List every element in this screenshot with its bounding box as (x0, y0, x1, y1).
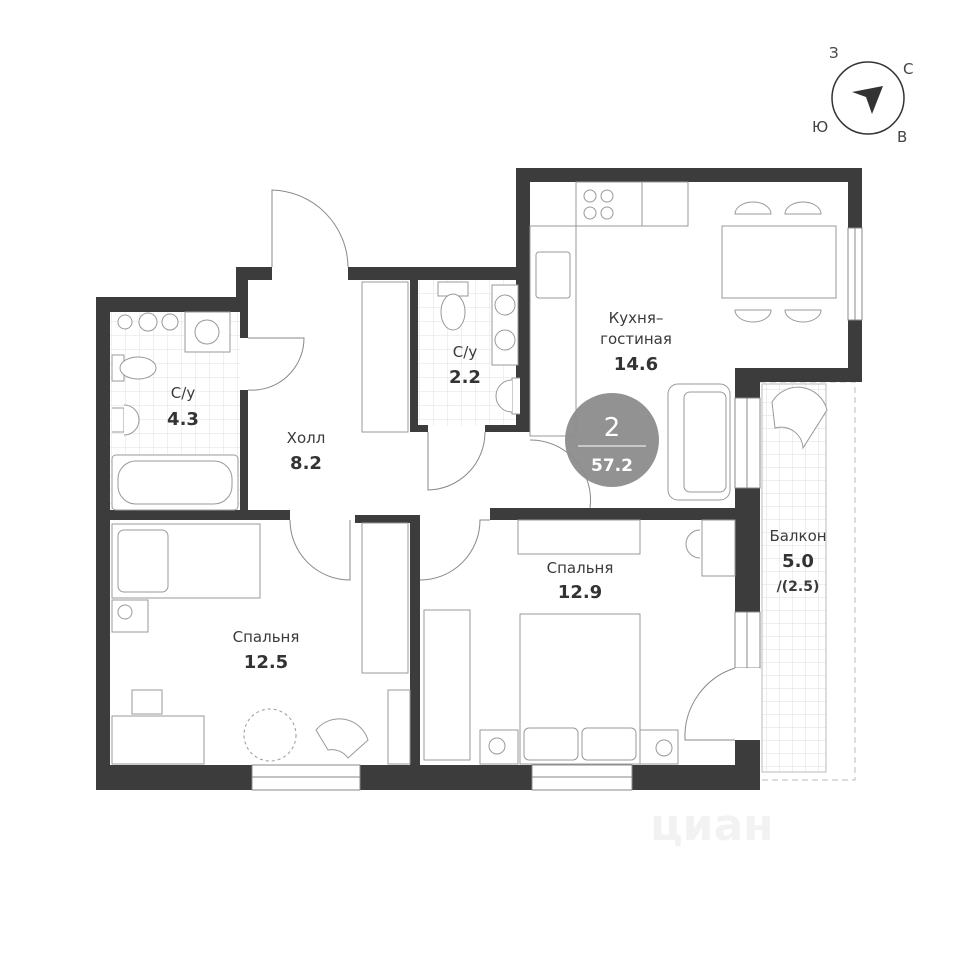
compass-south: Ю (812, 118, 829, 136)
room-bedroom1-area: 12.5 (243, 652, 289, 673)
room-balcony-area: 5.0 (782, 551, 814, 572)
room-hall-area: 8.2 (290, 453, 322, 474)
room-bath2-area: 2.2 (449, 367, 481, 388)
room-balcony-reduced-area: /(2.5) (776, 579, 820, 595)
furniture (111, 181, 837, 765)
balcony (760, 381, 856, 781)
north-arrow-icon (852, 86, 883, 114)
compass-east: В (897, 128, 908, 146)
room-bath1-name: С/у (170, 384, 196, 402)
tv-stand (517, 519, 641, 555)
room-bath2-name: С/у (452, 343, 478, 361)
room-kitchen-name: Кухня– (608, 309, 664, 327)
room-balcony-name: Балкон (769, 527, 827, 545)
windows (251, 227, 863, 791)
compass-west: З (829, 44, 839, 62)
badge-rooms: 2 (603, 413, 621, 443)
room-hall-name: Холл (286, 429, 326, 447)
compass-circle (831, 61, 905, 135)
room-count-badge (565, 393, 659, 487)
watermark: циан (650, 800, 774, 851)
dining-table (721, 225, 837, 299)
room-bedroom2-name: Спальня (546, 559, 614, 577)
room-kitchen-name2: гостиная (600, 330, 672, 348)
doors[interactable] (247, 189, 736, 741)
room-bedroom2-area: 12.9 (557, 582, 603, 603)
compass-north: С (903, 60, 914, 78)
badge-total-area: 57.2 (591, 456, 633, 476)
room-bath1-area: 4.3 (167, 409, 199, 430)
balcony-door-gap (735, 668, 760, 740)
room-bedroom1-name: Спальня (232, 628, 300, 646)
compass (831, 61, 905, 135)
room-kitchen-area: 14.6 (613, 354, 659, 375)
